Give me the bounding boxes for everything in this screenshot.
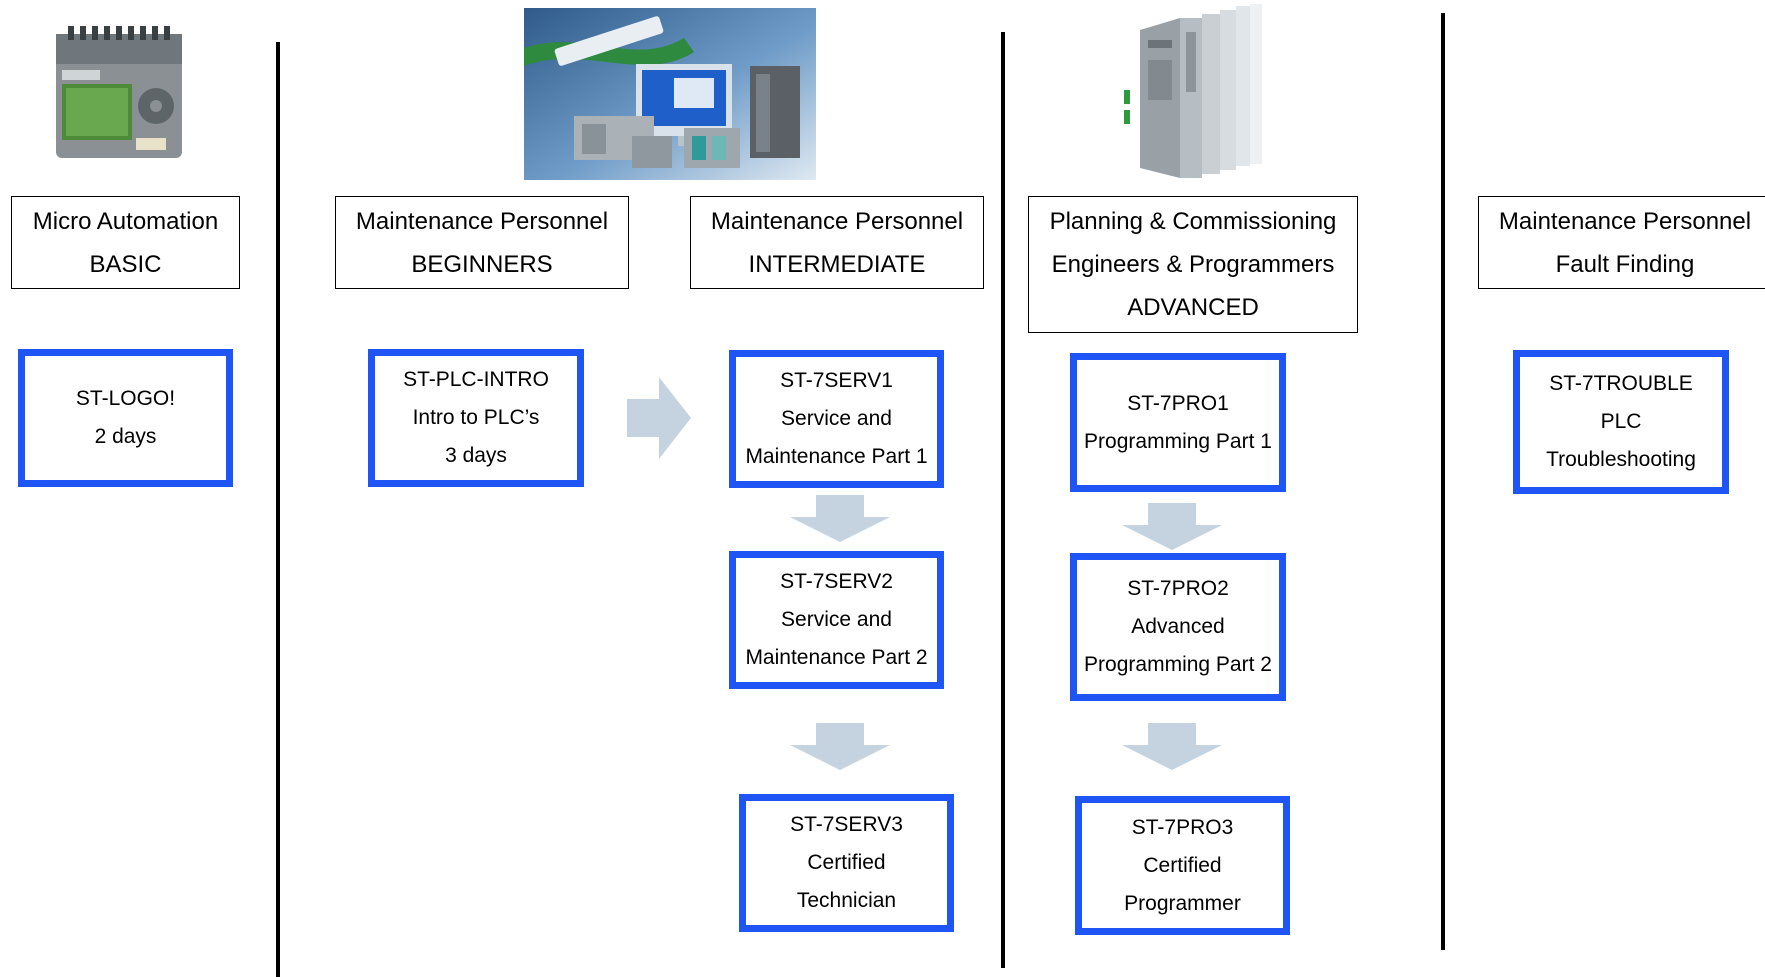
down-arrow-icon [790, 495, 890, 542]
course-title: Maintenance Part 1 [745, 445, 928, 468]
header-line: Maintenance Personnel [355, 207, 609, 235]
course-st-7pro2: ST-7PRO2 Advanced Programming Part 2 [1070, 553, 1286, 701]
column-header-advanced: Planning & Commissioning Engineers & Pro… [1028, 196, 1358, 333]
column-divider [276, 42, 280, 977]
course-title: Certified [1143, 853, 1222, 877]
s7-400-rack-photo [1120, 0, 1280, 180]
course-code: ST-7SERV1 [780, 369, 893, 392]
course-title: Advanced [1131, 615, 1225, 638]
course-code: ST-7PRO1 [1127, 391, 1229, 415]
course-title: PLC [1600, 410, 1642, 433]
course-st-7serv1: ST-7SERV1 Service and Maintenance Part 1 [729, 350, 944, 488]
course-title: Programmer [1124, 891, 1241, 915]
column-divider [1001, 32, 1005, 968]
header-line: ADVANCED [1127, 294, 1259, 321]
column-header-intermediate: Maintenance Personnel INTERMEDIATE [690, 196, 984, 289]
course-st-7trouble: ST-7TROUBLE PLC Troubleshooting [1513, 350, 1729, 494]
course-title: Programming Part 1 [1084, 429, 1272, 453]
course-st-logo: ST-LOGO! 2 days [18, 349, 233, 487]
course-code: ST-LOGO! [75, 387, 176, 410]
header-line: BEGINNERS [411, 250, 553, 278]
course-st-7serv3: ST-7SERV3 Certified Technician [739, 794, 954, 932]
header-line: Planning & Commissioning [1049, 208, 1337, 235]
header-line: Micro Automation [32, 207, 219, 235]
header-line: INTERMEDIATE [748, 250, 926, 278]
course-code: ST-7TROUBLE [1549, 372, 1693, 395]
header-line: Engineers & Programmers [1051, 251, 1335, 278]
course-title: Service and [781, 608, 892, 631]
course-duration: 3 days [445, 444, 507, 467]
course-title: Certified [807, 851, 886, 874]
right-arrow-icon [627, 377, 691, 459]
course-st-7serv2: ST-7SERV2 Service and Maintenance Part 2 [729, 551, 944, 689]
course-st-7pro3: ST-7PRO3 Certified Programmer [1075, 796, 1290, 935]
down-arrow-icon [1122, 723, 1222, 770]
header-line: Fault Finding [1555, 250, 1695, 278]
plc-product-family-photo [524, 8, 816, 180]
course-duration: 2 days [94, 425, 157, 448]
column-header-fault-finding: Maintenance Personnel Fault Finding [1478, 196, 1765, 289]
course-title: Maintenance Part 2 [745, 646, 928, 669]
logo-controller-photo [48, 14, 190, 162]
course-title: Technician [796, 889, 897, 912]
column-header-basic: Micro Automation BASIC [11, 196, 240, 289]
course-title: Programming Part 2 [1084, 653, 1272, 676]
header-line: Maintenance Personnel [1498, 207, 1752, 235]
header-line: Maintenance Personnel [710, 207, 964, 235]
course-code: ST-PLC-INTRO [403, 368, 549, 391]
course-st-plc-intro: ST-PLC-INTRO Intro to PLC’s 3 days [368, 349, 584, 487]
course-title: Intro to PLC’s [412, 406, 540, 429]
down-arrow-icon [1122, 503, 1222, 550]
course-code: ST-7SERV3 [790, 813, 903, 836]
course-code: ST-7PRO3 [1131, 815, 1234, 839]
course-title: Service and [781, 407, 892, 430]
down-arrow-icon [790, 723, 890, 770]
column-header-beginners: Maintenance Personnel BEGINNERS [335, 196, 629, 289]
course-st-7pro1: ST-7PRO1 Programming Part 1 [1070, 353, 1286, 492]
course-code: ST-7SERV2 [780, 570, 893, 593]
column-divider [1441, 13, 1445, 950]
course-title: Troubleshooting [1546, 448, 1696, 471]
header-line: BASIC [89, 250, 162, 278]
course-code: ST-7PRO2 [1127, 577, 1229, 600]
